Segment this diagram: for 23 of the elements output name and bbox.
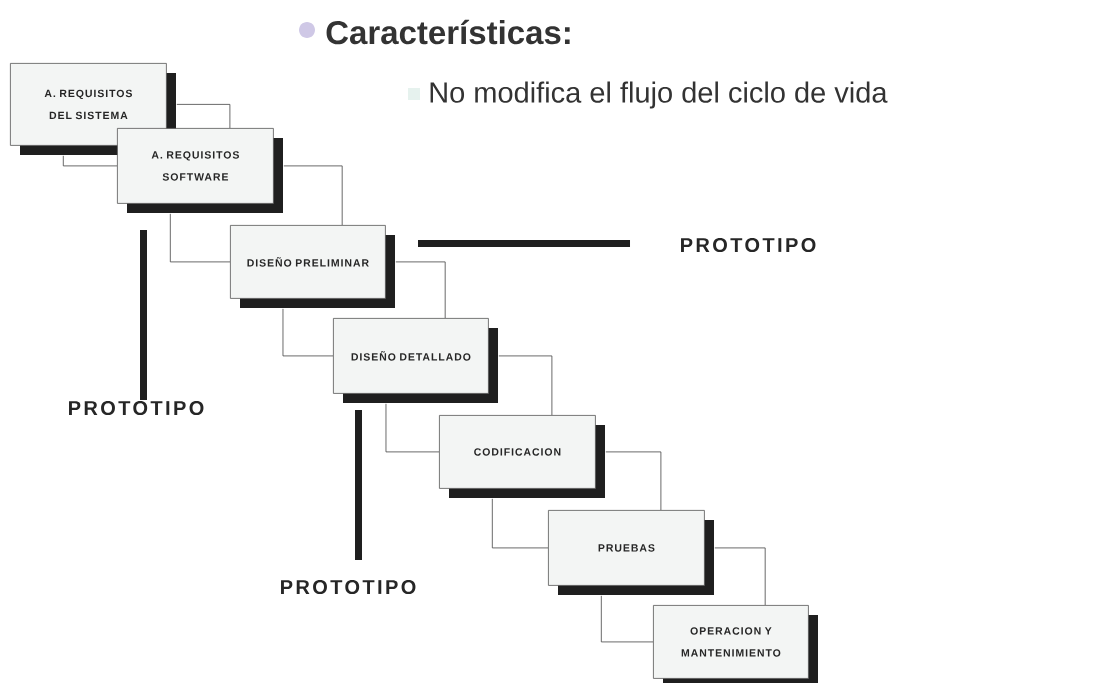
heading: Características: [326, 19, 570, 45]
process-box: CODIFICACION [439, 415, 605, 498]
process-box: OPERACION Y MANTENIMIENTO [653, 605, 818, 683]
process-box: A. REQUISITOS SOFTWARE [117, 128, 283, 213]
connector-line [176, 104, 231, 129]
prototype-label: PROTOTIPO [281, 579, 416, 595]
connector-line [498, 355, 553, 416]
connector-line [385, 403, 440, 453]
connector-line [395, 261, 446, 319]
bullet-text: No modifica el flujo del ciclo de vida [430, 81, 888, 109]
connector-line [600, 595, 654, 643]
connector-line [714, 547, 766, 606]
connector-line [283, 165, 343, 226]
process-box: PRUEBAS [548, 510, 714, 595]
connector-line [282, 308, 334, 357]
prototype-label: PROTOTIPO [69, 400, 204, 416]
connector-line [491, 498, 549, 549]
connector-line [605, 451, 662, 511]
prototype-label: PROTOTIPO [681, 237, 816, 253]
connector-line [62, 155, 118, 167]
process-box: DISEÑO PRELIMINAR [230, 225, 395, 308]
process-box: DISEÑO DETALLADO [333, 318, 498, 403]
connector-line [169, 213, 231, 263]
